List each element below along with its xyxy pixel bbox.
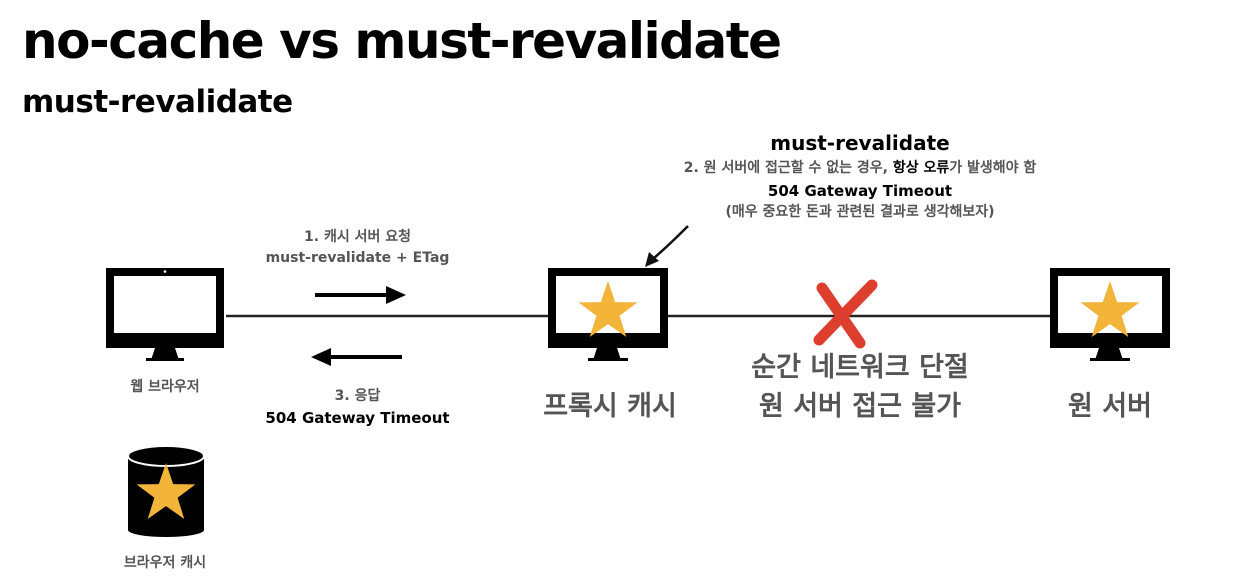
response-label-line2: 504 Gateway Timeout <box>265 409 450 427</box>
page-subtitle: must-revalidate <box>22 84 293 120</box>
proxy-monitor-icon <box>548 268 668 361</box>
browser-cache-star-icon <box>136 463 196 519</box>
note-line3: (매우 중요한 돈과 관련된 결과로 생각해보자) <box>725 204 995 220</box>
origin-star-icon <box>1080 281 1140 337</box>
browser-label: 웹 브라우저 <box>130 379 200 395</box>
arrow-right-icon <box>315 286 406 304</box>
response-label-line1: 3. 응답 <box>334 388 381 404</box>
red-cross-icon <box>813 279 878 349</box>
note-line1: 2. 원 서버에 접근할 수 없는 경우, 항상 오류가 발생해야 함 <box>620 157 1100 179</box>
origin-monitor-icon <box>1050 268 1170 361</box>
request-label-line1: 1. 캐시 서버 요청 <box>304 229 411 245</box>
proxy-label: 프록시 캐시 <box>543 391 677 422</box>
note-line1-post: 가 발생해야 함 <box>949 160 1037 176</box>
request-label-line2: must-revalidate + ETag <box>265 250 450 266</box>
note-line2: 504 Gateway Timeout <box>767 182 953 200</box>
browser-cache-database-icon <box>127 445 205 537</box>
note-heading: must-revalidate <box>770 131 950 155</box>
page-title: no-cache vs must-revalidate <box>22 12 782 70</box>
arrow-left-icon <box>311 348 402 366</box>
network-label-line2: 원 서버 접근 불가 <box>758 391 962 422</box>
origin-label: 원 서버 <box>1068 391 1152 422</box>
note-line1-pre: 2. 원 서버에 접근할 수 없는 경우, <box>683 160 893 176</box>
network-label-line1: 순간 네트워크 단절 <box>751 352 969 383</box>
proxy-star-icon <box>578 281 638 337</box>
browser-cache-label: 브라우저 캐시 <box>123 555 207 571</box>
note-pointer-arrow-icon <box>645 225 689 267</box>
note-line1-bold: 항상 오류 <box>892 160 950 176</box>
browser-monitor-icon <box>106 268 224 361</box>
